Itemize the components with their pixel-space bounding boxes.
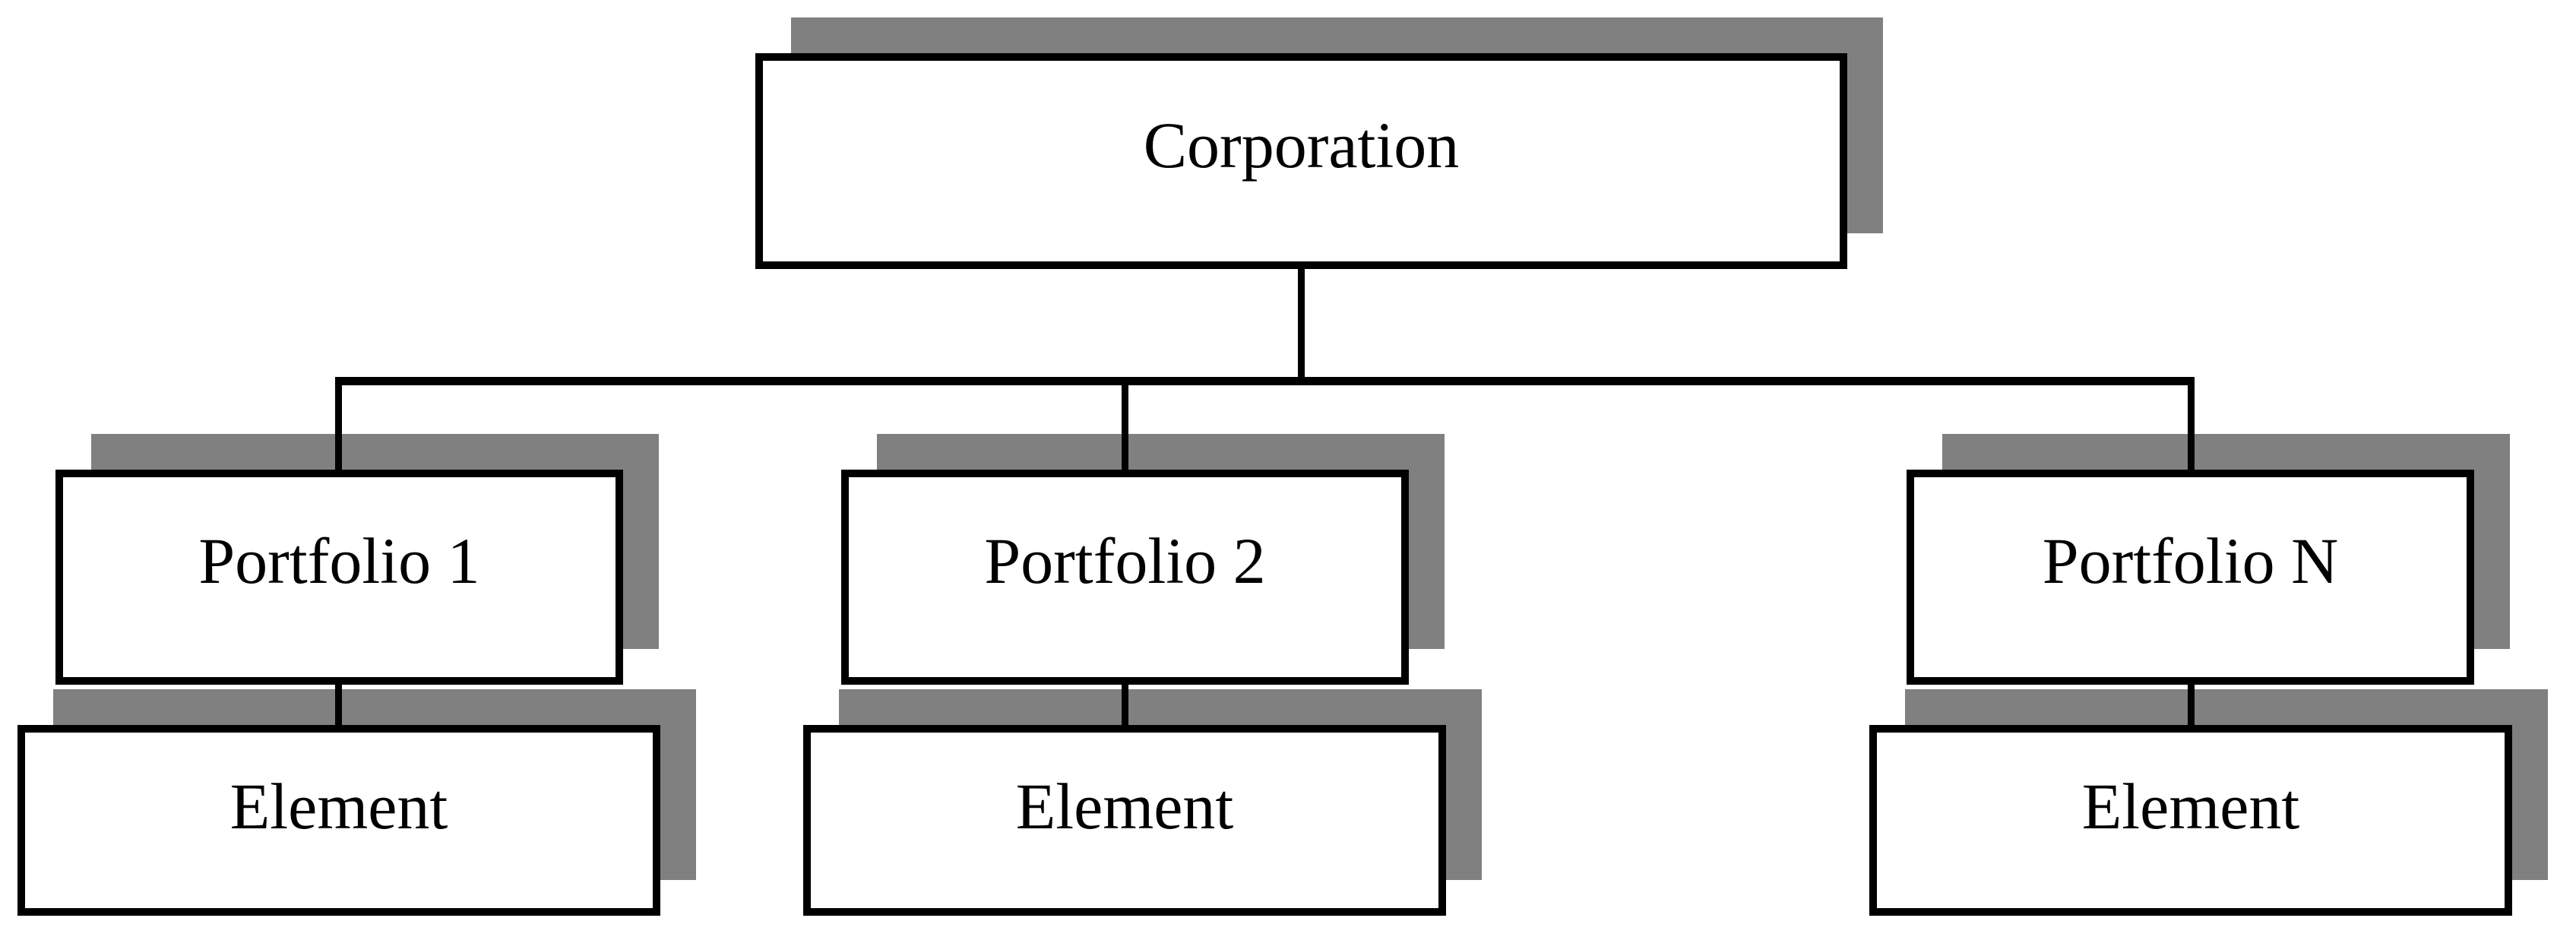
portfolio-2-label: Portfolio 2: [984, 524, 1266, 598]
element-2-box: Element: [803, 725, 1446, 916]
corporation-node: Corporation: [755, 17, 1883, 269]
portfolio-2-node: Portfolio 2: [841, 434, 1445, 685]
connector-portfolio-1-element: [335, 681, 342, 728]
element-2-label: Element: [1015, 770, 1234, 844]
element-3-box: Element: [1869, 725, 2512, 916]
connector-horizontal-bar: [335, 377, 2195, 385]
corporation-label: Corporation: [1143, 108, 1460, 182]
portfolio-n-label: Portfolio N: [2042, 524, 2339, 598]
element-2-node: Element: [803, 689, 1482, 916]
portfolio-n-box: Portfolio N: [1907, 470, 2474, 685]
element-3-node: Element: [1869, 689, 2548, 916]
element-3-label: Element: [2081, 770, 2300, 844]
element-1-box: Element: [17, 725, 660, 916]
portfolio-1-label: Portfolio 1: [198, 524, 480, 598]
portfolio-n-node: Portfolio N: [1907, 434, 2510, 685]
element-1-label: Element: [229, 770, 448, 844]
connector-portfolio-2-element: [1122, 681, 1128, 728]
portfolio-1-box: Portfolio 1: [55, 470, 623, 685]
portfolio-1-node: Portfolio 1: [55, 434, 659, 685]
connector-drop-portfolio-2: [1122, 384, 1128, 473]
corporation-box: Corporation: [755, 53, 1847, 269]
connector-portfolio-n-element: [2188, 681, 2195, 728]
portfolio-2-box: Portfolio 2: [841, 470, 1409, 685]
connector-corporation-trunk: [1298, 266, 1305, 380]
element-1-node: Element: [17, 689, 696, 916]
connector-drop-portfolio-1: [335, 384, 342, 473]
connector-drop-portfolio-n: [2188, 384, 2195, 473]
